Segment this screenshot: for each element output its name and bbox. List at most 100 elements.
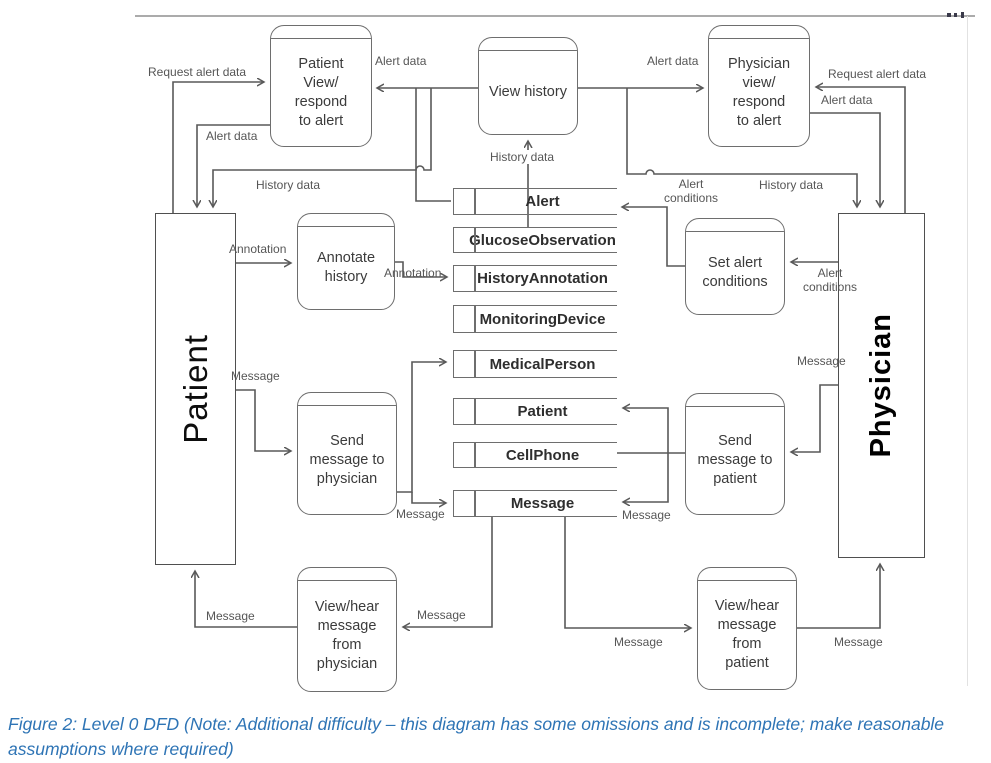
image-top-border bbox=[135, 15, 975, 17]
store-label: Patient bbox=[517, 403, 568, 420]
process-header-band bbox=[298, 214, 394, 227]
process-label: Patient View/ respond to alert bbox=[294, 55, 348, 129]
flow-annotation-to-store bbox=[395, 261, 447, 277]
store-label: MonitoringDevice bbox=[479, 310, 606, 328]
process-label: Annotate history bbox=[316, 250, 376, 285]
flow-label: Message bbox=[834, 635, 883, 649]
store-divider bbox=[474, 306, 476, 332]
flow-label: Message bbox=[614, 635, 663, 649]
flow-label: Alert conditions bbox=[663, 177, 719, 205]
process-label: View/hear message from patient bbox=[714, 598, 780, 671]
process-set-alert-conditions: Set alert conditions bbox=[685, 218, 785, 315]
flow-message-patient-to-send bbox=[236, 389, 291, 451]
store-divider bbox=[474, 443, 476, 467]
flow-label: Alert data bbox=[375, 54, 427, 68]
entity-patient-label: Patient bbox=[176, 334, 214, 444]
store-label: MedicalPerson bbox=[489, 355, 596, 373]
process-view-hear-from-physician: View/hear message from physician bbox=[297, 567, 397, 692]
store-message: Message bbox=[453, 490, 617, 517]
store-medicalperson: MedicalPerson bbox=[453, 350, 617, 378]
flow-label: Message bbox=[622, 508, 671, 522]
process-header-band bbox=[686, 219, 784, 232]
flow-label: History data bbox=[256, 178, 321, 192]
entity-physician: Physician bbox=[838, 213, 925, 558]
flow-label: Message bbox=[797, 354, 846, 368]
flow-send-to-patient-store bbox=[623, 408, 669, 453]
process-header-band bbox=[709, 26, 809, 39]
store-patient: Patient bbox=[453, 398, 617, 425]
flow-label: Alert data bbox=[206, 129, 258, 143]
store-divider bbox=[474, 351, 476, 377]
flow-label: Message bbox=[396, 507, 445, 521]
store-label: Message bbox=[510, 495, 575, 512]
process-header-band bbox=[298, 393, 396, 406]
flow-send-to-medicalperson bbox=[397, 362, 446, 493]
process-label: Set alert conditions bbox=[702, 255, 768, 290]
resize-handle-dot bbox=[954, 13, 957, 17]
flow-message-to-viewhear-pat bbox=[564, 517, 691, 628]
flow-label: History data bbox=[488, 150, 557, 164]
flow-message-physician-to-send bbox=[791, 384, 838, 452]
store-label: Alert bbox=[525, 193, 560, 210]
process-header-band bbox=[298, 568, 396, 581]
flow-alert-data-to-patient bbox=[197, 124, 270, 207]
flow-request-alert-left bbox=[172, 82, 264, 213]
figure-caption: Figure 2: Level 0 DFD (Note: Additional … bbox=[8, 714, 945, 759]
flow-request-alert-right bbox=[816, 87, 906, 213]
flow-label: Request alert data bbox=[148, 65, 247, 79]
image-right-border bbox=[967, 16, 968, 686]
flow-label: Annotation bbox=[229, 242, 287, 256]
resize-handle-dot bbox=[961, 12, 964, 18]
store-monitoringdevice: MonitoringDevice bbox=[453, 305, 617, 333]
flow-message-to-viewhear-phys bbox=[403, 517, 493, 627]
process-annotate-history: Annotate history bbox=[297, 213, 395, 310]
store-alert: Alert bbox=[453, 188, 617, 215]
flow-label: Message bbox=[417, 608, 466, 622]
flow-label: Alert data bbox=[821, 93, 873, 107]
flow-alert-data-to-physician bbox=[810, 112, 880, 207]
flow-label: Message bbox=[231, 369, 280, 383]
flow-label: Annotation bbox=[384, 266, 442, 280]
store-divider bbox=[474, 266, 476, 291]
process-label: Send message to patient bbox=[697, 433, 773, 487]
flow-send-to-message-store-left bbox=[411, 492, 446, 503]
entity-patient: Patient bbox=[155, 213, 236, 565]
store-label: CellPhone bbox=[505, 446, 580, 464]
flow-viewhear-to-patient bbox=[195, 571, 297, 628]
flow-history-data-to-patient bbox=[213, 88, 432, 207]
process-send-message-patient: Send message to patient bbox=[685, 393, 785, 515]
flow-label: History data bbox=[759, 178, 824, 192]
store-divider bbox=[474, 399, 476, 424]
flow-bus-to-alert-store bbox=[415, 88, 451, 202]
entity-physician-label: Physician bbox=[865, 313, 897, 458]
process-send-message-physician: Send message to physician bbox=[297, 392, 397, 515]
store-divider bbox=[474, 189, 476, 214]
store-historyannotation: HistoryAnnotation bbox=[453, 265, 617, 292]
store-cellphone: CellPhone bbox=[453, 442, 617, 468]
store-divider bbox=[474, 491, 476, 516]
flow-label: Message bbox=[206, 609, 255, 623]
process-label: View/hear message from physician bbox=[314, 599, 380, 672]
process-physician-view-respond: Physician view/ respond to alert bbox=[708, 25, 810, 147]
flow-label: Alert data bbox=[647, 54, 699, 68]
process-patient-view-respond: Patient View/ respond to alert bbox=[270, 25, 372, 147]
store-label: GlucoseObservation bbox=[469, 231, 616, 249]
flow-label: Alert conditions bbox=[802, 266, 858, 294]
process-header-band bbox=[698, 568, 796, 581]
flow-lines bbox=[172, 0, 906, 710]
resize-handle-dot bbox=[947, 13, 951, 17]
store-label: HistoryAnnotation bbox=[477, 270, 608, 287]
flow-label: Request alert data bbox=[828, 67, 927, 81]
process-header-band bbox=[479, 38, 577, 51]
process-view-history: View history bbox=[478, 37, 578, 135]
process-label: View history bbox=[489, 84, 567, 100]
store-glucoseobservation: GlucoseObservation bbox=[453, 227, 617, 253]
process-header-band bbox=[686, 394, 784, 407]
flow-alert-conditions-to-store bbox=[622, 207, 685, 267]
flow-send-to-message-store-right bbox=[623, 453, 669, 502]
process-view-hear-from-patient: View/hear message from patient bbox=[697, 567, 797, 690]
process-label: Send message to physician bbox=[309, 432, 385, 487]
flow-viewhear-to-physician bbox=[797, 564, 880, 629]
flow-history-data-to-physician bbox=[626, 88, 857, 207]
